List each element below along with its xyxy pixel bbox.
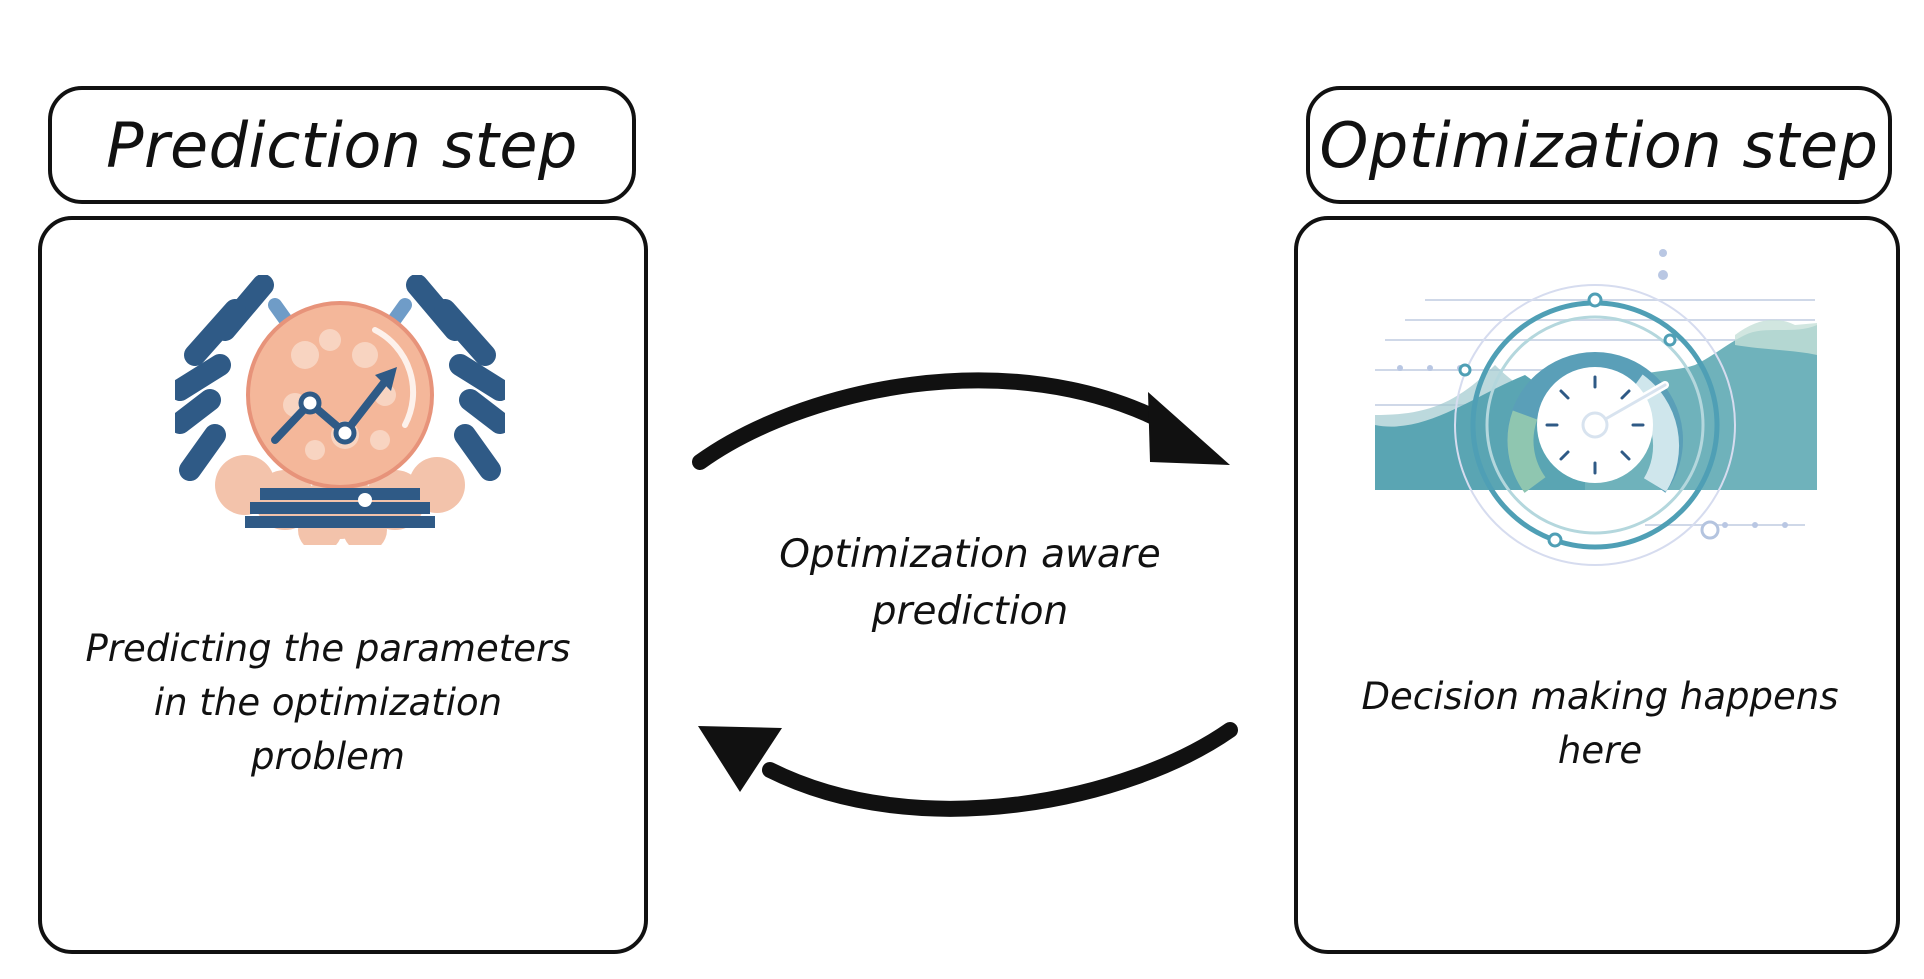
- prediction-step-description: Predicting the parameters in the optimiz…: [85, 627, 571, 778]
- speedometer-gauge-illustration: [1375, 249, 1817, 566]
- crystal-ball-chart-illustration: [175, 275, 505, 545]
- optimization-step-description: Decision making happens here: [1361, 675, 1839, 772]
- prediction-step-title: Prediction step: [106, 108, 578, 182]
- optimization-step-title: Optimization step: [1319, 108, 1879, 182]
- optimization-aware-prediction-label: Optimization aware prediction: [779, 532, 1161, 634]
- prediction-step-header: Prediction step: [48, 86, 636, 204]
- optimization-step-header: Optimization step: [1306, 86, 1892, 204]
